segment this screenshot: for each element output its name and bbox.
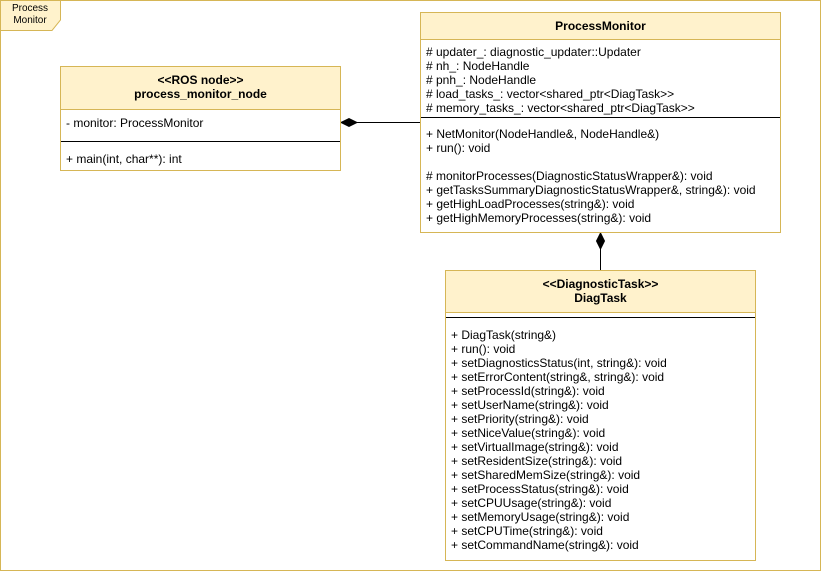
methods-section: + NetMonitor(NodeHandle&, NodeHandle&) +… xyxy=(421,118,780,225)
frame-label-line1: Process xyxy=(11,3,49,14)
attribute-row: # updater_: diagnostic_updater::Updater xyxy=(426,45,641,59)
method-row: + setUserName(string&): void xyxy=(451,398,609,412)
method-row: + setMemoryUsage(string&): void xyxy=(451,510,630,524)
method-row: + setProcessStatus(string&): void xyxy=(451,482,629,496)
class-name: process_monitor_node xyxy=(134,87,267,101)
section-divider xyxy=(421,117,780,118)
methods-section: + main(int, char**): int xyxy=(61,142,340,166)
attribute-row: # load_tasks_: vector<shared_ptr<DiagTas… xyxy=(426,87,675,101)
composition-diamond-monitor xyxy=(595,231,606,251)
class-header: <<ROS node>> process_monitor_node xyxy=(61,67,340,110)
attribute-row: # memory_tasks_: vector<shared_ptr<DiagT… xyxy=(426,101,695,115)
attribute-row: # pnh_: NodeHandle xyxy=(426,73,537,87)
class-stereotype: <<DiagnosticTask>> xyxy=(542,277,659,291)
class-diag-task[interactable]: <<DiagnosticTask>> DiagTask + DiagTask(s… xyxy=(445,270,756,561)
method-row: + getTasksSummaryDiagnosticStatusWrapper… xyxy=(426,183,756,197)
frame-label: Process Monitor xyxy=(2,3,58,27)
frame-label-line2: Monitor xyxy=(13,15,47,26)
method-row: + run(): void xyxy=(451,342,516,356)
method-row: + setNiceValue(string&): void xyxy=(451,426,606,440)
method-row: + setDiagnosticsStatus(int, string&): vo… xyxy=(451,356,667,370)
method-row: + run(): void xyxy=(426,141,491,155)
composition-diamond-node xyxy=(339,117,359,128)
class-process-monitor-node[interactable]: <<ROS node>> process_monitor_node - moni… xyxy=(60,66,341,171)
method-row: + setSharedMemSize(string&): void xyxy=(451,468,641,482)
attributes-section: # updater_: diagnostic_updater::Updater … xyxy=(421,40,780,117)
class-header: <<DiagnosticTask>> DiagTask xyxy=(446,271,755,313)
method-row: + setPriority(string&): void xyxy=(451,412,589,426)
class-header: ProcessMonitor xyxy=(421,13,780,40)
section-divider xyxy=(446,317,755,318)
method-row: + NetMonitor(NodeHandle&, NodeHandle&) xyxy=(426,127,660,141)
attributes-section: - monitor: ProcessMonitor xyxy=(61,110,340,141)
attribute-row: - monitor: ProcessMonitor xyxy=(66,116,204,130)
method-row: + getHighMemoryProcesses(string&): void xyxy=(426,211,652,225)
method-row: + setCommandName(string&): void xyxy=(451,538,639,552)
method-row: + getHighLoadProcesses(string&): void xyxy=(426,197,635,211)
frame-tab xyxy=(0,0,61,31)
method-row: # monitorProcesses(DiagnosticStatusWrapp… xyxy=(426,169,713,183)
method-row: + main(int, char**): int xyxy=(66,152,182,166)
method-row: + setResidentSize(string&): void xyxy=(451,454,623,468)
class-stereotype: <<ROS node>> xyxy=(157,73,244,87)
method-row: + setCPUUsage(string&): void xyxy=(451,496,612,510)
section-divider xyxy=(61,141,340,142)
class-process-monitor[interactable]: ProcessMonitor # updater_: diagnostic_up… xyxy=(420,12,781,233)
method-row: + setProcessId(string&): void xyxy=(451,384,605,398)
method-row: + setErrorContent(string&, string&): voi… xyxy=(451,370,665,384)
attribute-row: # nh_: NodeHandle xyxy=(426,59,530,73)
class-name: ProcessMonitor xyxy=(555,19,646,33)
class-name: DiagTask xyxy=(574,291,627,305)
methods-section: + DiagTask(string&) + run(): void + setD… xyxy=(446,318,755,552)
method-row: + DiagTask(string&) xyxy=(451,328,557,342)
method-row: + setVirtualImage(string&): void xyxy=(451,440,619,454)
method-row: + setCPUTime(string&): void xyxy=(451,524,603,538)
